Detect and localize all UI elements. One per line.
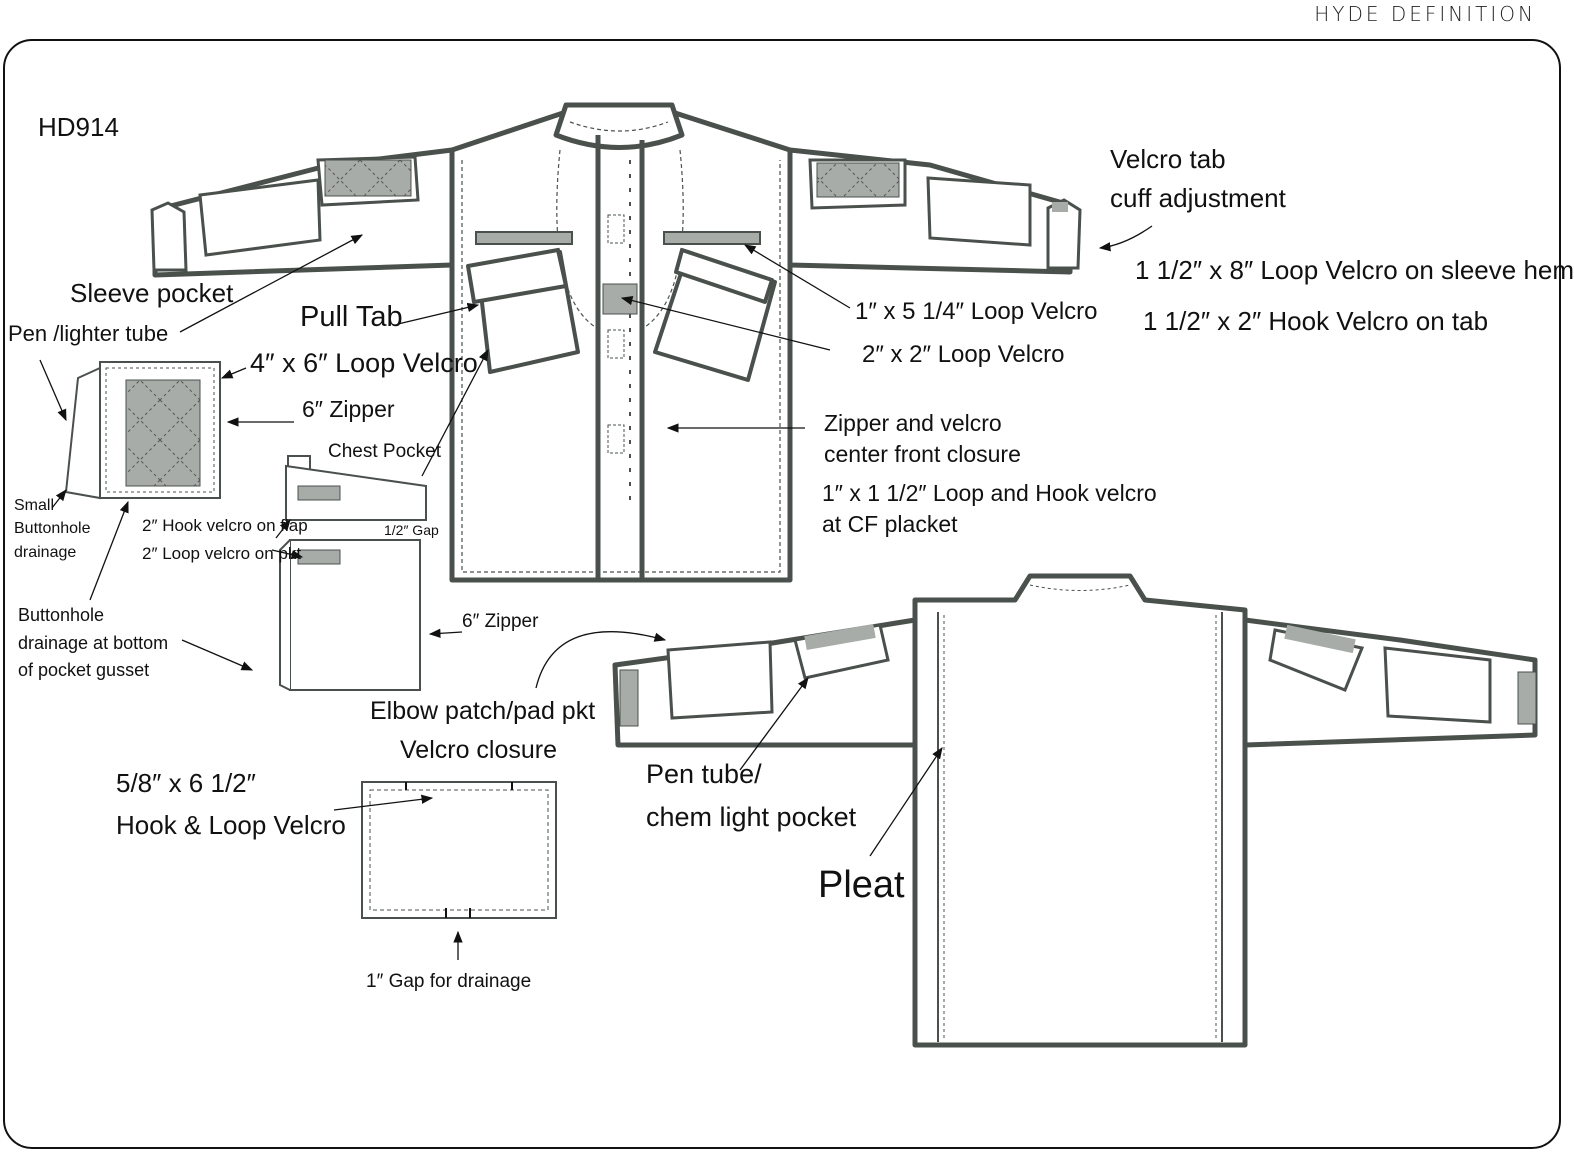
- elbow-patch-detail: [361, 781, 557, 919]
- label-cuff-adjustment: cuff adjustment: [1110, 183, 1286, 213]
- label-gusset-drainage-2: drainage at bottom: [18, 633, 169, 653]
- label-hook-loop-velcro: Hook & Loop Velcro: [116, 810, 346, 840]
- label-pull-tab: Pull Tab: [300, 301, 403, 333]
- label-cf-placket-2: at CF placket: [822, 511, 958, 537]
- label-loop-velcro-1x5: 1″ x 5 1/4″ Loop Velcro: [855, 298, 1098, 325]
- label-velcro-closure: Velcro closure: [400, 736, 558, 764]
- label-small-drainage-3: drainage: [14, 544, 77, 561]
- leader-arrows: [39, 225, 1153, 960]
- label-sleeve-hem-velcro: 1 1/2″ x 8″ Loop Velcro on sleeve hem: [1135, 255, 1574, 285]
- label-cf-closure-2: center front closure: [824, 441, 1021, 467]
- label-sleeve-pocket: Sleeve pocket: [70, 278, 234, 308]
- label-tab-hook-velcro: 1 1/2″ x 2″ Hook Velcro on tab: [1143, 306, 1489, 336]
- label-elbow-patch: Elbow patch/pad pkt: [370, 697, 596, 725]
- label-pleat: Pleat: [818, 864, 905, 906]
- label-zipper-6-top: 6″ Zipper: [302, 396, 395, 422]
- label-gap-drainage: 1″ Gap for drainage: [366, 971, 532, 992]
- label-chest-pocket: Chest Pocket: [328, 441, 441, 462]
- label-cf-closure: Zipper and velcro: [824, 410, 1002, 436]
- cf-loop-velcro: [602, 283, 638, 315]
- label-pen-lighter-tube: Pen /lighter tube: [8, 321, 169, 346]
- page-frame: [3, 39, 1561, 1149]
- label-velcro-tab: Velcro tab: [1110, 144, 1226, 174]
- label-half-gap: 1/2″ Gap: [384, 522, 439, 538]
- center-placket: [595, 135, 645, 578]
- label-hook-loop-size: 5/8″ x 6 1/2″: [116, 768, 256, 798]
- label-chem-light-pocket: chem light pocket: [646, 802, 857, 832]
- label-loop-on-pkt: 2″ Loop velcro on pkt: [142, 544, 302, 563]
- label-hook-on-flap: 2″ Hook velcro on flap: [142, 516, 308, 535]
- label-small-drainage: Small: [14, 497, 55, 514]
- label-loop-velcro-2x2: 2″ x 2″ Loop Velcro: [862, 341, 1065, 368]
- style-code: HD914: [38, 112, 119, 142]
- label-cf-placket: 1″ x 1 1/2″ Loop and Hook velcro: [822, 480, 1157, 506]
- label-gusset-drainage-3: of pocket gusset: [18, 660, 150, 680]
- chest-pocket-detail: [279, 455, 427, 691]
- label-pen-tube: Pen tube/: [646, 759, 762, 789]
- brand-logo: HYDE DEFINITION: [1314, 2, 1536, 26]
- label-zipper-6-bottom: 6″ Zipper: [462, 611, 539, 632]
- label-small-drainage-2: Buttonhole: [14, 520, 91, 537]
- label-loop-velcro-4x6: 4″ x 6″ Loop Velcro: [250, 348, 478, 378]
- label-gusset-drainage: Buttonhole: [18, 605, 105, 625]
